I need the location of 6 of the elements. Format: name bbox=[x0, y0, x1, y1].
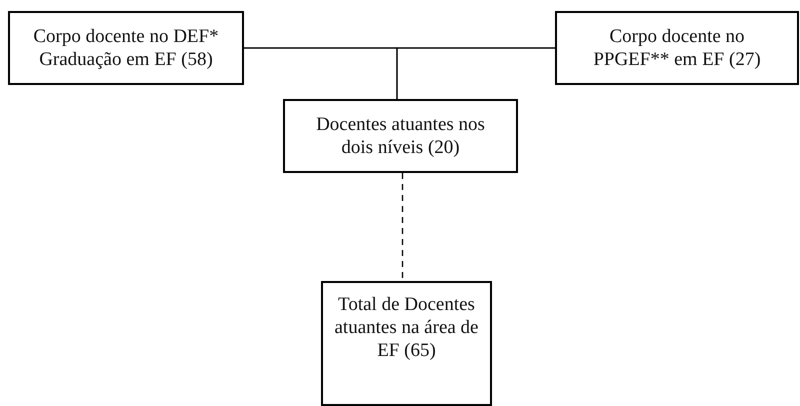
text-box: Docentes atuantes nos dois níveis (20) bbox=[283, 99, 518, 173]
connector-line bbox=[396, 47, 555, 99]
text-box: Total de Docentes atuantes na área de EF (65) bbox=[321, 281, 492, 406]
text-box: Corpo docente no DEF* Graduação em EF (58) bbox=[8, 11, 244, 85]
text-box: Corpo docente no PPGEF** em EF (27) bbox=[555, 11, 799, 85]
connector-line bbox=[402, 173, 404, 281]
